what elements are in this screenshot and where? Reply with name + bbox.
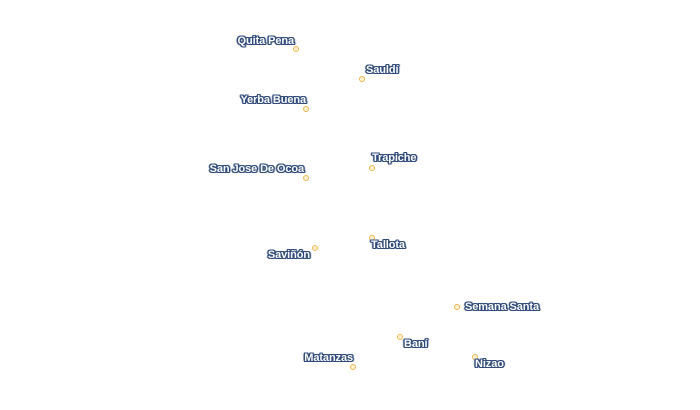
place-marker-icon[interactable] <box>472 354 478 360</box>
place-label: Quita Pena <box>237 35 295 47</box>
place-marker-icon[interactable] <box>397 334 403 340</box>
place-label: Sauldí <box>366 64 399 76</box>
place-label: Yerba Buena <box>240 94 306 106</box>
place-label: San Jose De Ocoa <box>209 163 304 175</box>
place-label: Saviñón <box>267 249 310 261</box>
place-label: Nizao <box>475 358 504 370</box>
place-marker-icon[interactable] <box>369 165 375 171</box>
place-marker-icon[interactable] <box>359 76 365 82</box>
place-marker-icon[interactable] <box>312 245 318 251</box>
place-marker-icon[interactable] <box>293 46 299 52</box>
place-marker-icon[interactable] <box>454 304 460 310</box>
place-label: Baní <box>404 338 428 350</box>
place-marker-icon[interactable] <box>303 106 309 112</box>
place-marker-icon[interactable] <box>303 175 309 181</box>
place-marker-icon[interactable] <box>350 364 356 370</box>
place-label: Semana Santa <box>465 301 540 313</box>
place-marker-icon[interactable] <box>369 235 375 241</box>
place-label: Trapiche <box>372 152 417 164</box>
place-label: Matanzas <box>304 352 353 364</box>
place-label: Tallota <box>371 239 405 251</box>
